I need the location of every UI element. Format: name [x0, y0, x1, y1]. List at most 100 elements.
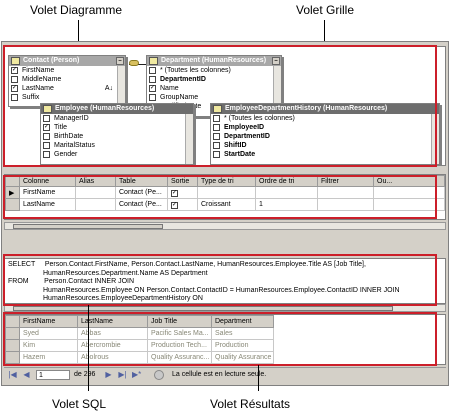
grid-header[interactable]: Table [115, 175, 168, 187]
grid-cell[interactable]: Contact (Pe... [115, 186, 168, 199]
results-cell[interactable]: Pacific Sales Ma... [147, 327, 212, 340]
results-pane[interactable]: FirstName LastName Job Title Department … [4, 314, 446, 365]
output-checkbox[interactable]: ✓ [171, 201, 178, 209]
table-title[interactable]: Department (HumanResources)– [147, 56, 281, 66]
table-employee[interactable]: Employee (HumanResources) ManagerID✓Titl… [40, 103, 194, 165]
results-cell[interactable]: Syed [19, 327, 78, 340]
column-checkbox[interactable] [213, 142, 220, 149]
column-checkbox[interactable]: ✓ [11, 85, 18, 92]
results-header[interactable]: FirstName [19, 315, 78, 328]
column-checkbox[interactable] [43, 133, 50, 140]
column-row[interactable]: * (Toutes les colonnes) [147, 66, 281, 75]
column-row[interactable]: ✓FirstName [9, 66, 125, 75]
results-cell[interactable]: Quality Assuranc... [147, 351, 212, 364]
new-record-icon[interactable]: ▶* [132, 370, 142, 379]
grid-cell[interactable] [197, 186, 256, 199]
column-row[interactable]: Suffix [9, 93, 125, 102]
sql-pane[interactable]: SELECT Person.Contact.FirstName, Person.… [4, 258, 446, 304]
row-selector[interactable] [5, 339, 20, 352]
scrollbar-thumb[interactable] [13, 224, 163, 229]
results-grid[interactable]: FirstName LastName Job Title Department … [5, 315, 274, 364]
grid-cell[interactable]: 1 [255, 198, 318, 211]
grid-cell[interactable]: FirstName [19, 186, 76, 199]
results-cell[interactable]: Hazem [19, 351, 78, 364]
current-page-input[interactable]: 1 [36, 370, 70, 380]
last-record-icon[interactable]: ▶| [118, 370, 127, 379]
scrollbar[interactable] [117, 66, 125, 106]
grid-cell[interactable] [75, 198, 116, 211]
minimize-icon[interactable]: – [116, 57, 124, 65]
grid-cell[interactable] [317, 186, 374, 199]
column-checkbox[interactable] [213, 115, 220, 122]
results-header[interactable]: Job Title [147, 315, 212, 328]
scrollbar-thumb[interactable] [13, 306, 393, 311]
column-row[interactable]: BirthDate [41, 132, 193, 141]
grid-cell[interactable]: Contact (Pe... [115, 198, 168, 211]
column-row[interactable]: ✓Title [41, 123, 193, 132]
column-row[interactable]: ✓Name [147, 84, 281, 93]
criteria-grid[interactable]: Colonne Alias Table Sortie Type de tri O… [5, 175, 445, 211]
column-row[interactable]: DepartmentID [211, 132, 439, 141]
column-row[interactable]: Gender [41, 150, 193, 159]
grid-cell[interactable] [255, 186, 318, 199]
column-row[interactable]: StartDate [211, 150, 439, 159]
output-checkbox[interactable]: ✓ [171, 189, 178, 197]
minimize-icon[interactable]: – [272, 57, 280, 65]
results-cell[interactable]: Kim [19, 339, 78, 352]
column-checkbox[interactable]: ✓ [149, 85, 156, 92]
table-title[interactable]: Employee (HumanResources) [41, 104, 193, 114]
grid-horizontal-scrollbar[interactable] [4, 222, 446, 230]
row-selector[interactable] [5, 198, 20, 211]
results-cell[interactable]: Production Tech... [147, 339, 212, 352]
column-row[interactable]: MiddleName [9, 75, 125, 84]
grid-header[interactable]: Filtrer [317, 175, 374, 187]
sql-horizontal-scrollbar[interactable] [4, 304, 446, 312]
grid-header[interactable]: Alias [75, 175, 116, 187]
column-row[interactable]: * (Toutes les colonnes) [211, 114, 439, 123]
column-row[interactable]: GroupName [147, 93, 281, 102]
column-checkbox[interactable] [43, 151, 50, 158]
column-checkbox[interactable] [213, 133, 220, 140]
scrollbar[interactable] [185, 114, 193, 164]
grid-cell[interactable]: Croissant [197, 198, 256, 211]
results-cell[interactable]: Production [211, 339, 274, 352]
results-header[interactable]: LastName [77, 315, 148, 328]
grid-header[interactable]: Colonne [19, 175, 76, 187]
scrollbar[interactable] [431, 114, 439, 164]
grid-header[interactable]: Ordre de tri [255, 175, 318, 187]
row-selector[interactable] [5, 327, 20, 340]
column-row[interactable]: EmployeeID [211, 123, 439, 132]
column-checkbox[interactable] [11, 94, 18, 101]
column-row[interactable]: ManagerID [41, 114, 193, 123]
results-cell[interactable]: Quality Assurance [211, 351, 274, 364]
column-row[interactable]: DepartmentID [147, 75, 281, 84]
table-employee-department-history[interactable]: EmployeeDepartmentHistory (HumanResource… [210, 103, 440, 165]
grid-header[interactable]: Type de tri [197, 175, 256, 187]
grid-header[interactable]: Ou... [373, 175, 445, 187]
stop-icon[interactable] [154, 370, 164, 380]
row-selector[interactable] [5, 351, 20, 364]
grid-cell[interactable] [75, 186, 116, 199]
grid-cell[interactable] [373, 198, 445, 211]
results-cell[interactable]: Sales [211, 327, 274, 340]
first-record-icon[interactable]: |◀ [8, 370, 17, 379]
column-row[interactable]: MaritalStatus [41, 141, 193, 150]
scrollbar[interactable] [273, 66, 281, 116]
column-checkbox[interactable] [213, 124, 220, 131]
column-checkbox[interactable] [43, 115, 50, 122]
column-checkbox[interactable] [149, 94, 156, 101]
table-title[interactable]: EmployeeDepartmentHistory (HumanResource… [211, 104, 439, 114]
grid-cell[interactable] [373, 186, 445, 199]
column-checkbox[interactable] [149, 67, 156, 74]
grid-cell[interactable]: LastName [19, 198, 76, 211]
column-checkbox[interactable]: ✓ [43, 124, 50, 131]
column-checkbox[interactable] [11, 76, 18, 83]
column-checkbox[interactable] [43, 142, 50, 149]
output-cell[interactable]: ✓ [167, 186, 198, 199]
grid-pane[interactable]: Colonne Alias Table Sortie Type de tri O… [4, 174, 446, 220]
grid-cell[interactable] [317, 198, 374, 211]
